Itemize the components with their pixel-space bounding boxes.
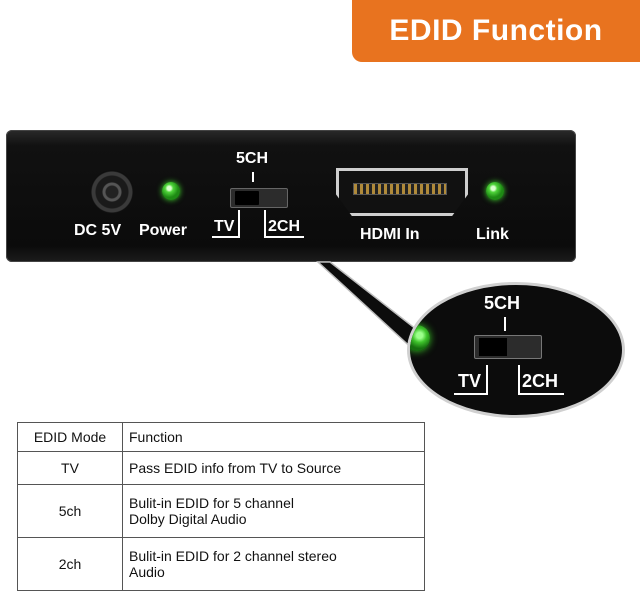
switch-tv-bracket — [212, 236, 240, 238]
zoom-top-tick — [504, 317, 506, 331]
zoomed-switch-callout: 5CH TV 2CH r — [407, 282, 625, 418]
zoom-tv-label: TV — [458, 371, 482, 391]
switch-2ch-label: 2CH — [268, 218, 301, 235]
function-line-2: Audio — [129, 564, 165, 580]
switch-2ch-bracket-vertical — [264, 210, 266, 238]
function-line-1: Bulit-in EDID for 2 channel stereo — [129, 548, 337, 564]
edid-function-banner: EDID Function — [352, 0, 640, 62]
zoom-2ch-bracket-vertical — [518, 365, 520, 395]
mode-cell: 2ch — [17, 537, 123, 591]
zoom-switch-knob — [479, 338, 507, 356]
hdmi-in-label: HDMI In — [360, 226, 420, 243]
switch-2ch-bracket — [264, 236, 304, 238]
zoom-edge-label: r — [412, 373, 420, 393]
hdmi-input-port — [336, 168, 468, 216]
switch-5ch-label: 5CH — [236, 150, 269, 167]
header-edid-mode: EDID Mode — [17, 422, 123, 452]
dc-label: DC 5V — [74, 222, 122, 239]
link-label: Link — [476, 226, 509, 243]
table-header-row: EDID Mode Function — [17, 422, 425, 452]
mode-cell: TV — [17, 451, 123, 485]
function-cell: Bulit-in EDID for 2 channel stereo Audio — [122, 537, 425, 591]
switch-tv-label: TV — [214, 218, 235, 235]
zoom-power-led — [410, 325, 430, 351]
zoom-2ch-bracket — [518, 393, 564, 395]
function-line-1: Bulit-in EDID for 5 channel — [129, 495, 294, 511]
dc-power-jack — [90, 170, 134, 214]
edid-mode-switch-knob[interactable] — [235, 191, 259, 205]
link-led — [486, 182, 504, 200]
hdmi-port-pins — [353, 183, 447, 195]
zoom-edid-mode-switch — [474, 335, 542, 359]
zoom-tv-bracket — [454, 393, 488, 395]
power-led — [162, 182, 180, 200]
edid-mode-switch[interactable] — [230, 188, 288, 208]
function-cell: Bulit-in EDID for 5 channel Dolby Digita… — [122, 484, 425, 538]
switch-top-tick — [252, 172, 254, 182]
header-function: Function — [122, 422, 425, 452]
mode-cell: 5ch — [17, 484, 123, 538]
switch-tv-bracket-vertical — [238, 210, 240, 238]
zoom-2ch-label: 2CH — [522, 371, 559, 391]
table-row: 2ch Bulit-in EDID for 2 channel stereo A… — [17, 537, 425, 591]
function-line-2: Dolby Digital Audio — [129, 511, 247, 527]
function-cell: Pass EDID info from TV to Source — [122, 451, 425, 485]
edid-mode-table: EDID Mode Function TV Pass EDID info fro… — [17, 422, 425, 591]
table-row: 5ch Bulit-in EDID for 5 channel Dolby Di… — [17, 484, 425, 538]
table-row: TV Pass EDID info from TV to Source — [17, 451, 425, 485]
zoom-5ch-label: 5CH — [484, 293, 521, 313]
zoom-tv-bracket-vertical — [486, 365, 488, 395]
hdmi-device-front-panel: DC 5V Power 5CH TV 2CH HDMI In Link — [6, 130, 576, 262]
power-label: Power — [139, 222, 188, 239]
